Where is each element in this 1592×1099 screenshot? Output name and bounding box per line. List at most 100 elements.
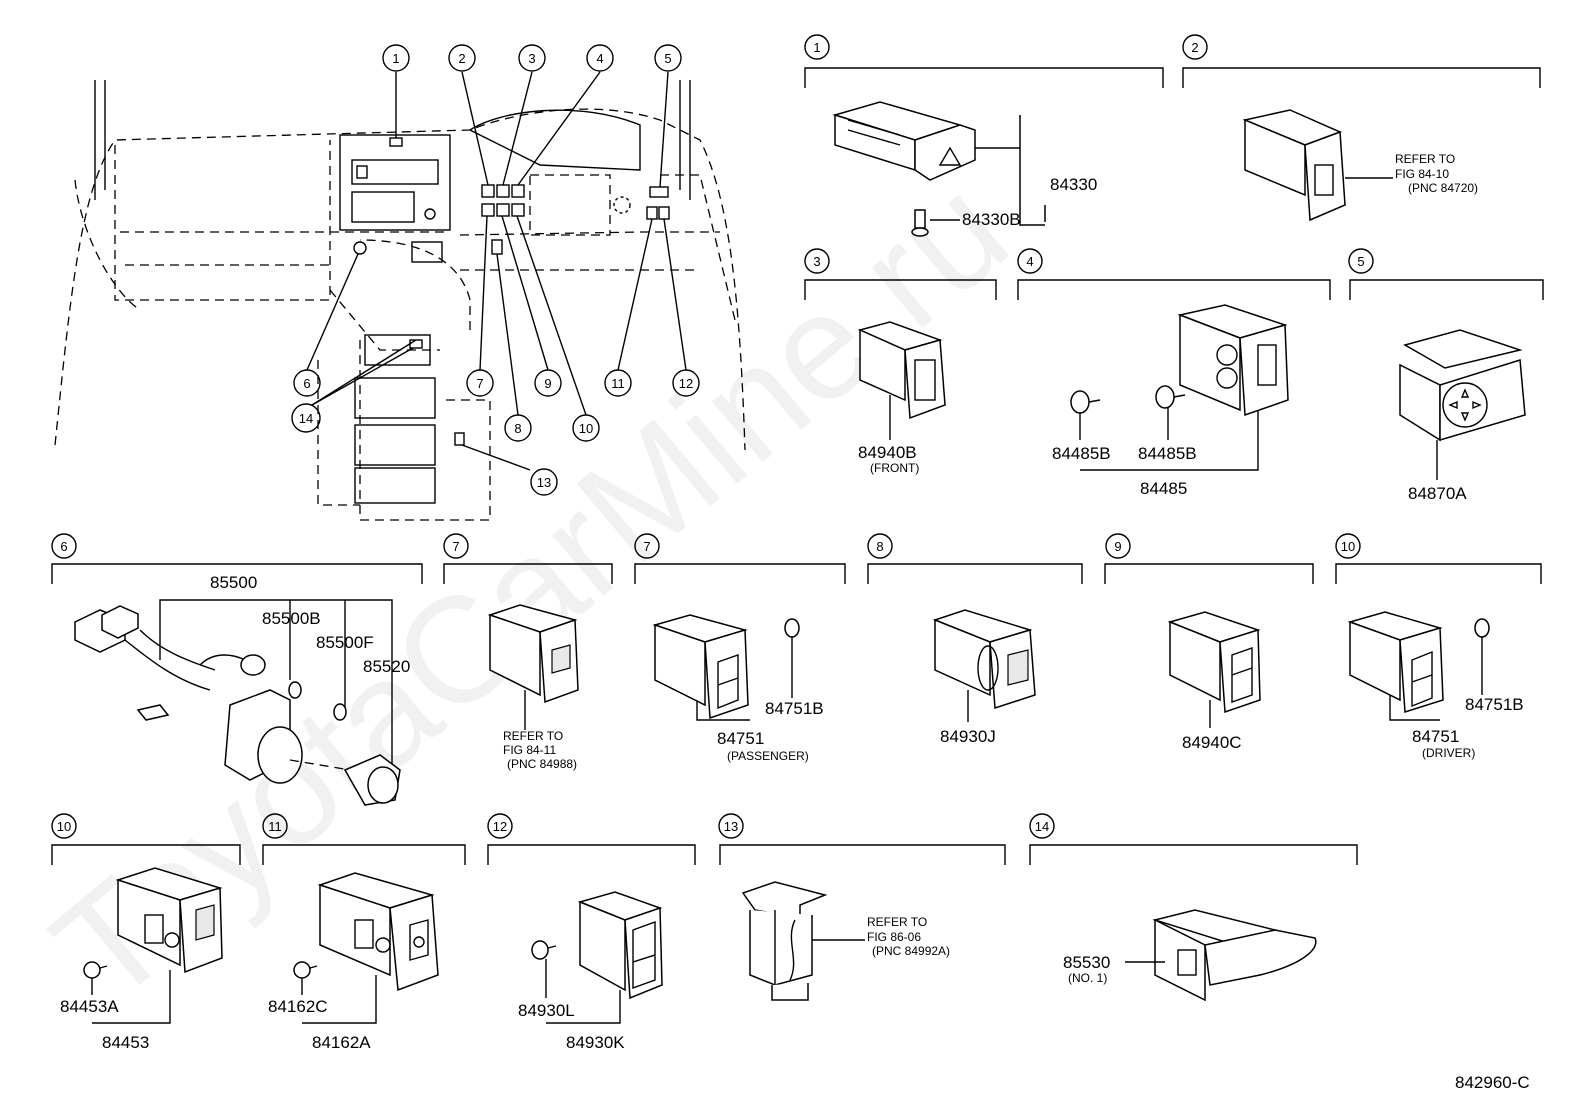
switch-part-10b bbox=[115, 867, 223, 974]
svg-text:7: 7 bbox=[476, 376, 483, 391]
section-14: 14 85530 (NO. 1) bbox=[1029, 813, 1358, 1002]
figure-code: 842960-C bbox=[1455, 1073, 1530, 1092]
part-84453: 84453 bbox=[102, 1033, 149, 1052]
part-84485b-1: 84485B bbox=[1052, 444, 1111, 463]
svg-text:13: 13 bbox=[537, 475, 551, 490]
switch-part-11 bbox=[317, 872, 439, 992]
svg-text:8: 8 bbox=[876, 539, 883, 554]
overview-callouts: 1 2 3 4 5 6 7 8 9 10 11 12 13 14 bbox=[291, 44, 700, 496]
clip-part-b bbox=[1155, 385, 1186, 409]
callout-6: 6 bbox=[293, 369, 321, 397]
window-switch-part-passenger bbox=[652, 614, 749, 720]
part-85500f: 85500F bbox=[316, 633, 374, 652]
part-84330b: 84330B bbox=[962, 210, 1021, 229]
part-84751b-d: 84751B bbox=[1465, 695, 1524, 714]
bulb-part bbox=[911, 209, 929, 237]
part-84485b-2: 84485B bbox=[1138, 444, 1197, 463]
part-85500b: 85500B bbox=[262, 609, 321, 628]
part-84940c: 84940C bbox=[1182, 733, 1242, 752]
switch-part-9 bbox=[1167, 611, 1261, 714]
section-7b: 7 84751B 84751 (PASSENGER) bbox=[634, 533, 846, 763]
svg-text:1: 1 bbox=[392, 51, 399, 66]
part-85500: 85500 bbox=[210, 573, 257, 592]
part-84751-d: 84751 bbox=[1412, 727, 1459, 746]
bulb-part-10b bbox=[83, 961, 108, 979]
bulb-part-10a bbox=[1474, 618, 1490, 638]
svg-text:12: 12 bbox=[679, 376, 693, 391]
svg-text:10: 10 bbox=[57, 819, 71, 834]
part-84330: 84330 bbox=[1050, 175, 1097, 194]
callout-5: 5 bbox=[654, 44, 682, 72]
svg-text:(PASSENGER): (PASSENGER) bbox=[727, 749, 809, 763]
bulb-part-12 bbox=[531, 940, 557, 960]
section-4: 4 84485B 84485B 84485 bbox=[1017, 248, 1331, 498]
section-9: 9 84940C bbox=[1104, 533, 1314, 752]
svg-text:10: 10 bbox=[579, 421, 593, 436]
svg-text:REFER TO: REFER TO bbox=[503, 729, 563, 743]
section-5: 5 84870A bbox=[1348, 248, 1544, 503]
section-7a: 7 REFER TO FIG 84-11 (PNC 84988) bbox=[443, 533, 613, 771]
switch-part-3 bbox=[857, 321, 946, 420]
svg-text:4: 4 bbox=[1026, 254, 1033, 269]
svg-text:14: 14 bbox=[1035, 819, 1049, 834]
switch-part-13 bbox=[741, 881, 828, 1001]
part-85520: 85520 bbox=[363, 657, 410, 676]
svg-text:6: 6 bbox=[303, 376, 310, 391]
svg-text:6: 6 bbox=[60, 539, 67, 554]
svg-text:4: 4 bbox=[596, 51, 603, 66]
part-84930j: 84930J bbox=[940, 727, 996, 746]
bulb-part-7b bbox=[784, 618, 800, 638]
svg-text:(NO. 1): (NO. 1) bbox=[1068, 971, 1107, 985]
svg-text:3: 3 bbox=[528, 51, 535, 66]
svg-text:8: 8 bbox=[514, 421, 521, 436]
callout-11: 11 bbox=[604, 369, 632, 397]
part-84870a: 84870A bbox=[1408, 484, 1467, 503]
bulb-part-11 bbox=[293, 961, 318, 979]
window-switch-part-driver bbox=[1347, 611, 1444, 714]
svg-text:12: 12 bbox=[493, 819, 507, 834]
svg-text:10: 10 bbox=[1341, 539, 1355, 554]
callout-13: 13 bbox=[530, 468, 558, 496]
svg-text:5: 5 bbox=[1357, 254, 1364, 269]
callout-3: 3 bbox=[518, 44, 546, 72]
svg-text:FIG 84-10: FIG 84-10 bbox=[1395, 167, 1449, 181]
part-84751b-p: 84751B bbox=[765, 699, 824, 718]
svg-text:(PNC 84720): (PNC 84720) bbox=[1408, 181, 1478, 195]
dashboard-overview bbox=[54, 71, 746, 521]
mirror-switch-part bbox=[1399, 329, 1526, 442]
lighter-harness-part bbox=[74, 605, 401, 806]
svg-text:5: 5 bbox=[664, 51, 671, 66]
callout-1: 1 bbox=[382, 44, 410, 72]
callout-9: 9 bbox=[534, 369, 562, 397]
svg-text:7: 7 bbox=[643, 539, 650, 554]
section-12: 12 84930L 84930K bbox=[487, 813, 696, 1052]
svg-text:3: 3 bbox=[813, 254, 820, 269]
callout-8: 8 bbox=[504, 414, 532, 442]
part-84751-p: 84751 bbox=[717, 729, 764, 748]
svg-text:(FRONT): (FRONT) bbox=[870, 461, 919, 475]
svg-text:FIG 84-11: FIG 84-11 bbox=[503, 743, 556, 757]
section-2: 2 REFER TO FIG 84-10 (PNC 84720) bbox=[1182, 34, 1541, 222]
callout-7: 7 bbox=[466, 369, 494, 397]
svg-text:1: 1 bbox=[813, 40, 820, 55]
section-10b: 10 84453A 84453 bbox=[51, 813, 241, 1052]
section-3: 3 84940B (FRONT) bbox=[804, 248, 997, 475]
svg-text:(PNC 84988): (PNC 84988) bbox=[507, 757, 577, 771]
callout-12: 12 bbox=[672, 369, 700, 397]
svg-text:13: 13 bbox=[724, 819, 738, 834]
svg-text:11: 11 bbox=[611, 376, 625, 391]
section-11: 11 84162C 84162A bbox=[262, 813, 466, 1052]
svg-text:9: 9 bbox=[1114, 539, 1121, 554]
section-10a: 10 84751B 84751 (DRIVER) bbox=[1335, 533, 1542, 760]
callout-14: 14 bbox=[291, 403, 321, 433]
switch-part-7a bbox=[487, 604, 579, 704]
part-84162c: 84162C bbox=[268, 997, 328, 1016]
part-84453a: 84453A bbox=[60, 997, 119, 1016]
part-84485: 84485 bbox=[1140, 479, 1187, 498]
hazard-switch-part bbox=[832, 101, 976, 181]
switch-part-4 bbox=[1177, 304, 1289, 417]
svg-text:7: 7 bbox=[452, 539, 459, 554]
switch-part-12 bbox=[577, 891, 663, 1000]
svg-text:14: 14 bbox=[299, 411, 313, 426]
